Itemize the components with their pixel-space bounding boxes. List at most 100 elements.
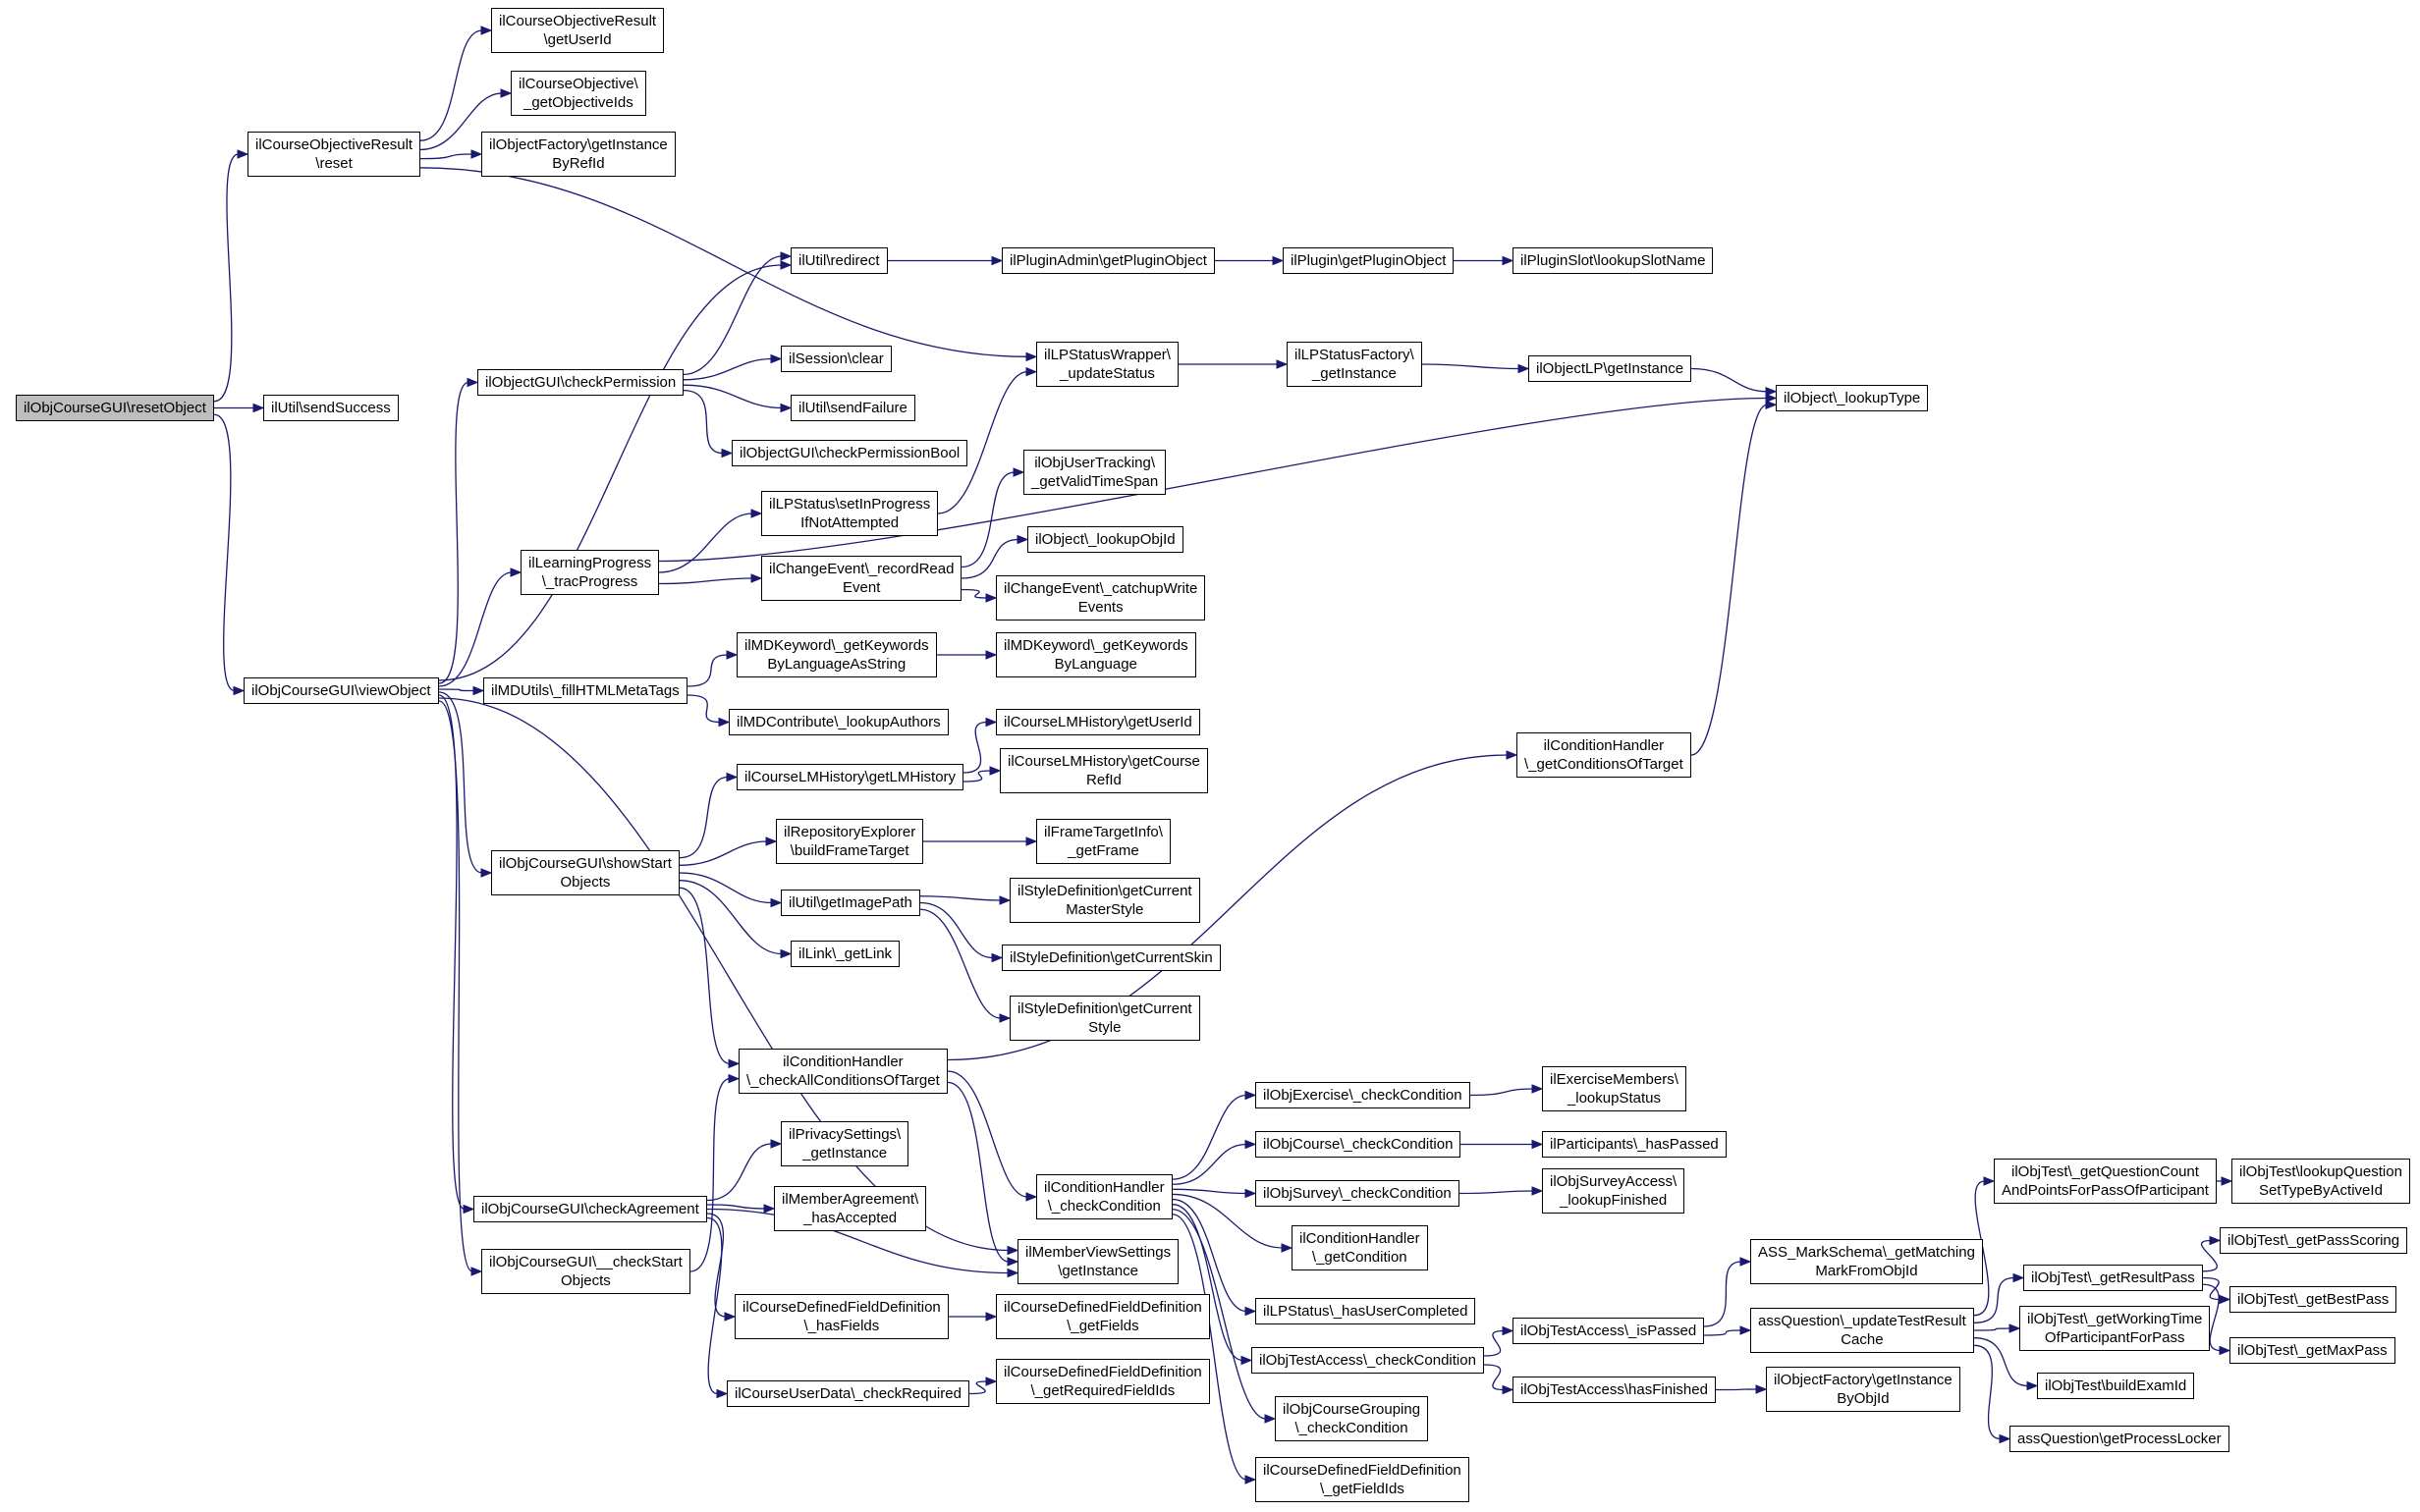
graph-node-label: ilRepositoryExplorer xyxy=(784,824,916,840)
graph-node-getPassScoring[interactable]: ilObjTest\_getPassScoring xyxy=(2220,1227,2408,1254)
graph-node-getLMHistory[interactable]: ilCourseLMHistory\getLMHistory xyxy=(737,764,964,790)
call-edge-arrowhead xyxy=(750,509,763,518)
graph-node-pluginGetPluginObject[interactable]: ilPlugin\getPluginObject xyxy=(1283,247,1455,274)
call-edge-arrowhead xyxy=(1244,1306,1257,1317)
graph-node-lmHistoryGetUserId[interactable]: ilCourseLMHistory\getUserId xyxy=(996,709,1200,735)
graph-node-getBestPass[interactable]: ilObjTest\_getBestPass xyxy=(2229,1286,2397,1313)
graph-node-getFrame[interactable]: ilFrameTargetInfo\_getFrame xyxy=(1036,819,1171,864)
graph-node-checkAgreement[interactable]: ilObjCourseGUI\checkAgreement xyxy=(473,1196,707,1222)
graph-node-isPassed[interactable]: ilObjTestAccess\_isPassed xyxy=(1512,1318,1705,1344)
graph-node-label: ilParticipants\_hasPassed xyxy=(1550,1136,1719,1153)
graph-node-sessionClear[interactable]: ilSession\clear xyxy=(781,346,892,372)
graph-node-getImagePath[interactable]: ilUtil\getImagePath xyxy=(781,890,920,916)
graph-node-sendSuccess[interactable]: ilUtil\sendSuccess xyxy=(263,395,399,421)
graph-node-hasUserCompleted[interactable]: ilLPStatus\_hasUserCompleted xyxy=(1255,1298,1476,1324)
graph-node-pluginAdminGetPluginObject[interactable]: ilPluginAdmin\getPluginObject xyxy=(1002,247,1215,274)
graph-node-getCurrentSkin[interactable]: ilStyleDefinition\getCurrentSkin xyxy=(1002,945,1221,971)
graph-node-hasAccepted[interactable]: ilMemberAgreement\_hasAccepted xyxy=(774,1186,927,1231)
call-edge-arrowhead xyxy=(985,593,998,603)
graph-node-buildFrameTarget[interactable]: ilRepositoryExplorer\buildFrameTarget xyxy=(776,819,924,864)
graph-node-updateStatus[interactable]: ilLPStatusWrapper\_updateStatus xyxy=(1036,342,1179,387)
graph-node-hasPassed[interactable]: ilParticipants\_hasPassed xyxy=(1542,1131,1727,1158)
graph-node-exerciseLookupStatus[interactable]: ilExerciseMembers\_lookupStatus xyxy=(1542,1066,1686,1111)
graph-node-privacyGetInstance[interactable]: ilPrivacySettings\_getInstance xyxy=(781,1121,909,1166)
call-edge xyxy=(1973,1276,2015,1323)
graph-node-label: ilConditionHandler xyxy=(1044,1179,1165,1196)
graph-node-sendFailure[interactable]: ilUtil\sendFailure xyxy=(791,395,915,421)
graph-node-label: ilObjCourseGUI\checkAgreement xyxy=(481,1201,699,1217)
graph-node-getProcessLocker[interactable]: assQuestion\getProcessLocker xyxy=(2009,1426,2229,1452)
call-edge-arrowhead xyxy=(1013,467,1025,477)
graph-node-label: _lookupFinished xyxy=(1559,1192,1668,1209)
graph-node-checkRequired[interactable]: ilCourseUserData\_checkRequired xyxy=(727,1380,969,1407)
graph-node-label: ByObjId xyxy=(1837,1390,1890,1407)
graph-node-redirect[interactable]: ilUtil\redirect xyxy=(791,247,888,274)
graph-node-getMaxPass[interactable]: ilObjTest\_getMaxPass xyxy=(2229,1337,2395,1364)
call-edge xyxy=(919,908,1002,1019)
call-edge-arrowhead xyxy=(1517,363,1530,374)
call-edge-arrowhead xyxy=(718,717,731,728)
call-edge-arrowhead xyxy=(1025,837,1038,846)
graph-node-groupingCheckCondition[interactable]: ilObjCourseGrouping\_checkCondition xyxy=(1275,1396,1429,1441)
graph-node-tracProgress[interactable]: ilLearningProgress\_tracProgress xyxy=(521,550,660,595)
graph-node-checkAllConditionsOfTarget[interactable]: ilConditionHandler\_checkAllConditionsOf… xyxy=(739,1049,948,1094)
graph-node-getUserId[interactable]: ilCourseObjectiveResult\getUserId xyxy=(491,8,665,53)
graph-node-lookupFinished[interactable]: ilObjSurveyAccess\_lookupFinished xyxy=(1542,1168,1685,1214)
graph-node-lookupObjId[interactable]: ilObject\_lookupObjId xyxy=(1027,526,1183,553)
graph-node-hasFinished[interactable]: ilObjTestAccess\hasFinished xyxy=(1512,1377,1716,1403)
graph-node-getCondition[interactable]: ilConditionHandler\_getCondition xyxy=(1292,1225,1428,1270)
graph-node-viewObject[interactable]: ilObjCourseGUI\viewObject xyxy=(244,677,439,704)
graph-node-checkCondition[interactable]: ilConditionHandler\_checkCondition xyxy=(1036,1174,1173,1219)
graph-node-memberViewGetInstance[interactable]: ilMemberViewSettings\getInstance xyxy=(1018,1239,1180,1284)
call-edge xyxy=(968,1380,988,1395)
graph-node-surveyCheckCondition[interactable]: ilObjSurvey\_checkCondition xyxy=(1255,1180,1459,1207)
graph-node-buildExamId[interactable]: ilObjTest\buildExamId xyxy=(2037,1373,2195,1399)
graph-node-checkPermission[interactable]: ilObjectGUI\checkPermission xyxy=(477,369,685,396)
graph-node-lookupAuthors[interactable]: ilMDContribute\_lookupAuthors xyxy=(729,709,949,735)
graph-node-fillHTMLMetaTags[interactable]: ilMDUtils\_fillHTMLMetaTags xyxy=(483,677,688,704)
graph-node-label: ilLPStatus\_hasUserCompleted xyxy=(1263,1303,1468,1320)
call-edge-arrowhead xyxy=(2012,1272,2025,1283)
graph-node-getRequiredFieldIds[interactable]: ilCourseDefinedFieldDefinition\_getRequi… xyxy=(996,1359,1210,1404)
call-edge xyxy=(438,688,475,692)
graph-node-getObjectiveIds[interactable]: ilCourseObjective\_getObjectiveIds xyxy=(511,71,646,116)
graph-node-getResultPass[interactable]: ilObjTest\_getResultPass xyxy=(2023,1265,2203,1291)
graph-node-getFields[interactable]: ilCourseDefinedFieldDefinition\_getField… xyxy=(996,1294,1210,1339)
graph-node-courseCheckCondition[interactable]: ilObjCourse\_checkCondition xyxy=(1255,1131,1461,1158)
graph-node-label: _getFrame xyxy=(1068,842,1139,859)
graph-node-getValidTimeSpan[interactable]: ilObjUserTracking\_getValidTimeSpan xyxy=(1023,450,1167,495)
graph-node-getLink[interactable]: ilLink\_getLink xyxy=(791,941,901,967)
call-edge-arrowhead xyxy=(1531,1139,1544,1150)
graph-node-getFieldIds[interactable]: ilCourseDefinedFieldDefinition\_getField… xyxy=(1255,1457,1469,1502)
graph-node-objectLPGetInstance[interactable]: ilObjectLP\getInstance xyxy=(1528,355,1692,382)
graph-node-label: ilLearningProgress xyxy=(528,555,652,571)
graph-node-hasFields[interactable]: ilCourseDefinedFieldDefinition\_hasField… xyxy=(735,1294,949,1339)
graph-node-checkPermissionBool[interactable]: ilObjectGUI\checkPermissionBool xyxy=(732,440,968,466)
graph-node-lookupSlotName[interactable]: ilPluginSlot\lookupSlotName xyxy=(1512,247,1714,274)
graph-node-exerciseCheckCondition[interactable]: ilObjExercise\_checkCondition xyxy=(1255,1082,1470,1108)
call-edge xyxy=(937,371,1028,514)
graph-node-testAccessCheckCondition[interactable]: ilObjTestAccess\_checkCondition xyxy=(1251,1347,1484,1374)
call-edge xyxy=(706,1143,773,1202)
graph-node-getConditionsOfTarget[interactable]: ilConditionHandler\_getConditionsOfTarge… xyxy=(1516,732,1691,778)
graph-node-lookupType[interactable]: ilObject\_lookupType xyxy=(1776,385,1929,411)
graph-node-lpFactoryGetInstance[interactable]: ilLPStatusFactory\_getInstance xyxy=(1287,342,1422,387)
graph-node-reset[interactable]: ilCourseObjectiveResult\reset xyxy=(248,132,421,177)
